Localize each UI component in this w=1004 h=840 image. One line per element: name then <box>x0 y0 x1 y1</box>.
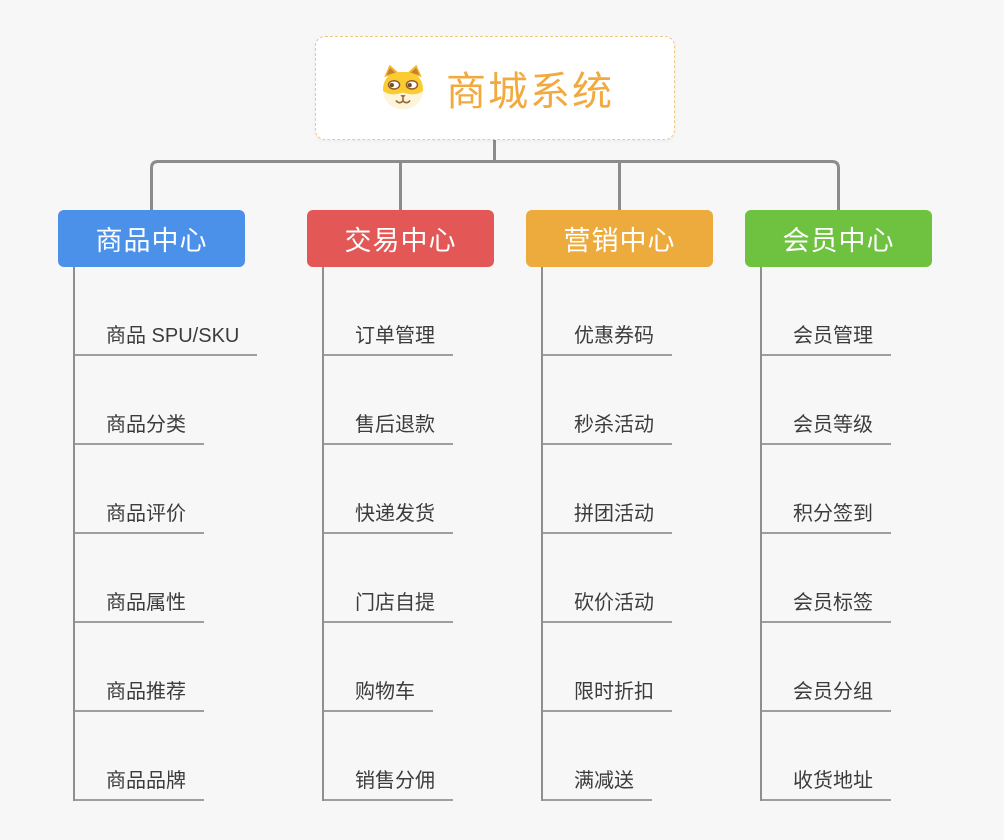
leaf-row: 商品品牌 <box>73 712 245 801</box>
branch-column-trade: 交易中心 订单管理 售后退款 快递发货 门店自提 购物车 销售分佣 <box>307 210 494 801</box>
leaf-row: 砍价活动 <box>541 534 713 623</box>
leaf-node[interactable]: 销售分佣 <box>322 764 453 801</box>
leaf-node[interactable]: 满减送 <box>541 764 652 801</box>
leaf-node[interactable]: 快递发货 <box>322 497 453 534</box>
leaf-row: 积分签到 <box>760 445 932 534</box>
leaf-row: 会员标签 <box>760 534 932 623</box>
leaf-node[interactable]: 会员标签 <box>760 586 891 623</box>
leaf-node[interactable]: 会员分组 <box>760 675 891 712</box>
leaf-node[interactable]: 商品 SPU/SKU <box>73 319 258 356</box>
leaf-node[interactable]: 砍价活动 <box>541 586 672 623</box>
branch-node-marketing[interactable]: 营销中心 <box>526 210 713 267</box>
leaf-row: 会员管理 <box>760 267 932 356</box>
leaf-node[interactable]: 商品属性 <box>73 586 204 623</box>
leaf-row: 门店自提 <box>322 534 494 623</box>
leaf-row: 商品分类 <box>73 356 245 445</box>
leaf-node[interactable]: 积分签到 <box>760 497 891 534</box>
leaf-node[interactable]: 收货地址 <box>760 764 891 801</box>
leaf-node[interactable]: 会员等级 <box>760 408 891 445</box>
branch-leaves: 订单管理 售后退款 快递发货 门店自提 购物车 销售分佣 <box>307 267 494 801</box>
branch-node-trade[interactable]: 交易中心 <box>307 210 494 267</box>
leaf-row: 会员分组 <box>760 623 932 712</box>
leaf-node[interactable]: 订单管理 <box>322 319 453 356</box>
leaf-node[interactable]: 门店自提 <box>322 586 453 623</box>
leaf-row: 优惠券码 <box>541 267 713 356</box>
branch-column-members: 会员中心 会员管理 会员等级 积分签到 会员标签 会员分组 收货地址 <box>745 210 932 801</box>
branch-column-marketing: 营销中心 优惠券码 秒杀活动 拼团活动 砍价活动 限时折扣 满减送 <box>526 210 713 801</box>
leaf-node[interactable]: 拼团活动 <box>541 497 672 534</box>
branch-rail-line <box>150 160 840 210</box>
branch-vertical-line <box>322 267 324 801</box>
leaf-row: 秒杀活动 <box>541 356 713 445</box>
branch-node-products[interactable]: 商品中心 <box>58 210 245 267</box>
leaf-node[interactable]: 商品品牌 <box>73 764 204 801</box>
leaf-row: 收货地址 <box>760 712 932 801</box>
leaf-node[interactable]: 会员管理 <box>760 319 891 356</box>
leaf-row: 限时折扣 <box>541 623 713 712</box>
branch-vertical-line <box>541 267 543 801</box>
dog-face-icon <box>382 64 424 110</box>
branch-leaves: 会员管理 会员等级 积分签到 会员标签 会员分组 收货地址 <box>745 267 932 801</box>
leaf-row: 商品 SPU/SKU <box>73 267 258 356</box>
leaf-row: 售后退款 <box>322 356 494 445</box>
leaf-row: 商品评价 <box>73 445 245 534</box>
leaf-row: 销售分佣 <box>322 712 494 801</box>
root-title: 商城系统 <box>446 70 614 114</box>
leaf-row: 购物车 <box>322 623 494 712</box>
leaf-node[interactable]: 商品评价 <box>73 497 204 534</box>
leaf-row: 满减送 <box>541 712 713 801</box>
branch-node-members[interactable]: 会员中心 <box>745 210 932 267</box>
branch-leaves: 商品 SPU/SKU 商品分类 商品评价 商品属性 商品推荐 商品品牌 <box>58 267 258 801</box>
leaf-node[interactable]: 限时折扣 <box>541 675 672 712</box>
leaf-node[interactable]: 秒杀活动 <box>541 408 672 445</box>
branch-leaves: 优惠券码 秒杀活动 拼团活动 砍价活动 限时折扣 满减送 <box>526 267 713 801</box>
leaf-row: 商品属性 <box>73 534 245 623</box>
leaf-row: 会员等级 <box>760 356 932 445</box>
leaf-row: 商品推荐 <box>73 623 245 712</box>
leaf-row: 拼团活动 <box>541 445 713 534</box>
branch-vertical-line <box>73 267 75 801</box>
leaf-row: 订单管理 <box>322 267 494 356</box>
leaf-node[interactable]: 优惠券码 <box>541 319 672 356</box>
leaf-node[interactable]: 商品推荐 <box>73 675 204 712</box>
leaf-node[interactable]: 售后退款 <box>322 408 453 445</box>
branch-column-products: 商品中心 商品 SPU/SKU 商品分类 商品评价 商品属性 商品推荐 商品品牌 <box>58 210 258 801</box>
branch-vertical-line <box>760 267 762 801</box>
leaf-node[interactable]: 购物车 <box>322 675 433 712</box>
root-node[interactable]: 商城系统 <box>315 36 675 140</box>
leaf-row: 快递发货 <box>322 445 494 534</box>
leaf-node[interactable]: 商品分类 <box>73 408 204 445</box>
